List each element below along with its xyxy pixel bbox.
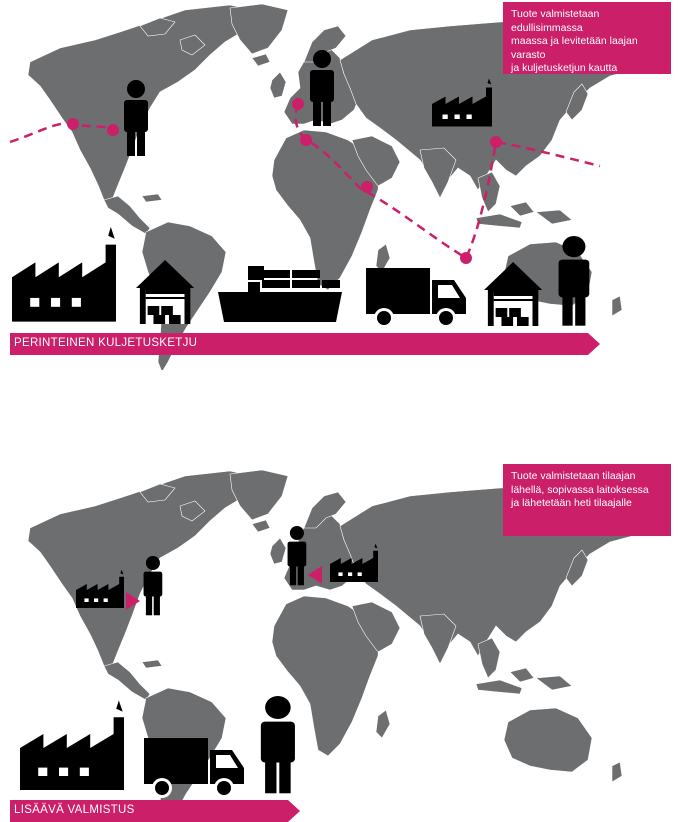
traditional-callout: Tuote valmistetaan edullisimmassa maassa…	[503, 2, 671, 74]
callout-text: Tuote valmistetaan edullisimmassa maassa…	[511, 8, 638, 74]
truck-icon	[144, 738, 244, 798]
traditional-banner: PERINTEINEN KULJETUSKETJU	[10, 333, 600, 355]
person-icon	[558, 236, 590, 326]
additive-banner: LISÄÄVÄ VALMISTUS	[10, 800, 300, 822]
person-icon	[143, 556, 163, 616]
route-stops	[67, 98, 502, 264]
cargo-ship-icon	[218, 266, 342, 322]
person-icon	[124, 80, 148, 156]
truck-icon	[366, 268, 466, 328]
route-stop	[300, 134, 312, 146]
additive-callout: Tuote valmistetaan tilaajan lähellä, sop…	[503, 464, 671, 536]
banner-label: PERINTEINEN KULJETUSKETJU	[14, 337, 198, 349]
world-map	[9, 3, 669, 370]
world-map	[27, 469, 669, 821]
route-stop	[361, 181, 373, 193]
route-stop	[107, 124, 119, 136]
warehouse-icon	[136, 260, 194, 324]
factory-icon	[20, 700, 124, 790]
additive-manufacturing-panel: Tuote valmistetaan tilaajan lähellä, sop…	[0, 460, 678, 822]
callout-text: Tuote valmistetaan tilaajan lähellä, sop…	[511, 470, 649, 509]
traditional-supply-chain-panel: Tuote valmistetaan edullisimmassa maassa…	[0, 0, 678, 370]
factory-icon	[12, 226, 116, 322]
route-stop	[460, 252, 472, 264]
route-stop	[490, 136, 502, 148]
route-stop	[67, 118, 79, 130]
person-icon	[260, 696, 295, 794]
arrow-right-icon	[126, 592, 140, 610]
route-stop	[292, 98, 304, 110]
warehouse-icon	[484, 262, 542, 326]
banner-label: LISÄÄVÄ VALMISTUS	[14, 804, 135, 816]
